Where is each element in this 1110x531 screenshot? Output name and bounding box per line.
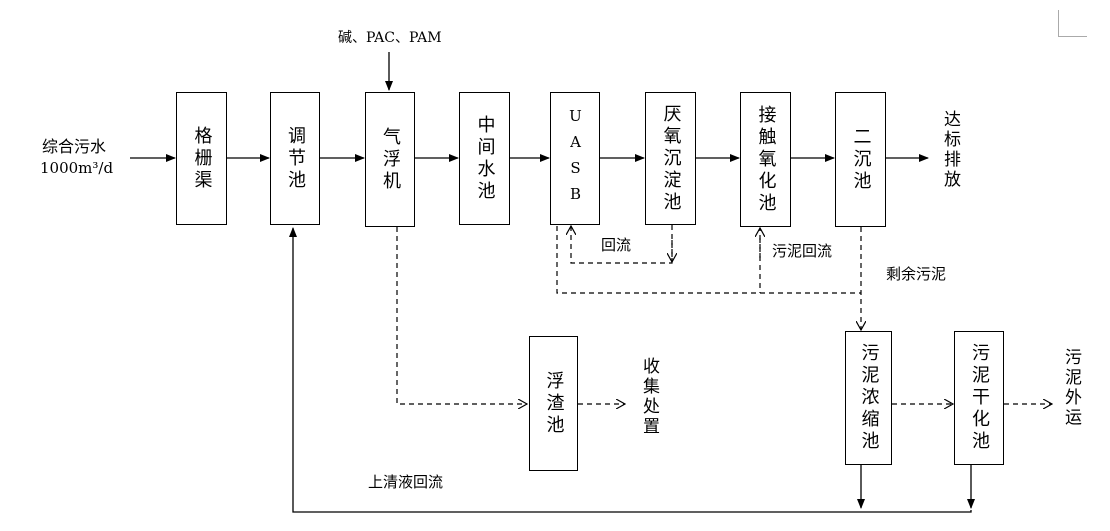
contact-oxidation-tank-label: 接触氧化池	[755, 104, 777, 215]
secondary-clarifier-box: 二沉池	[835, 92, 886, 227]
reflux-label: 回流	[601, 236, 632, 254]
equalization-tank-label: 调节池	[285, 125, 306, 192]
sludge-thickening-tank-label: 污泥浓缩池	[858, 343, 880, 453]
intermediate-tank-label: 中间水池	[474, 114, 496, 203]
scum-tank-label: 浮渣池	[543, 370, 565, 437]
sludge-transport-label: 污泥外运	[1061, 348, 1081, 428]
secondary-clarifier-label: 二沉池	[850, 126, 872, 193]
discharge-label: 达标排放	[940, 110, 960, 190]
influent-label: 综合污水	[42, 137, 107, 156]
sludge-thickening-tank-box: 污泥浓缩池	[845, 331, 892, 465]
uasb-box: UASB	[550, 92, 600, 225]
flotation-machine-label: 气浮机	[380, 126, 401, 193]
line-supernatant-reflux	[289, 227, 972, 513]
equalization-tank-box: 调节池	[270, 92, 320, 225]
sludge-drying-tank-box: 污泥干化池	[954, 331, 1004, 465]
scum-tank-box: 浮渣池	[529, 336, 578, 471]
flotation-machine-box: 气浮机	[365, 92, 415, 227]
anaerobic-settling-tank-label: 厌氧沉淀池	[660, 103, 682, 214]
dosing-label: 碱、PAC、PAM	[338, 30, 442, 46]
page-corner-mark	[1058, 10, 1087, 37]
scum-disposal-label: 收集处置	[639, 357, 659, 437]
contact-oxidation-tank-box: 接触氧化池	[740, 92, 791, 227]
line-scum	[396, 227, 527, 404]
screen-channel-label: 格栅渠	[191, 125, 213, 192]
sludge-reflux-label: 污泥回流	[772, 242, 833, 260]
excess-sludge-label: 剩余污泥	[886, 265, 947, 283]
supernatant-reflux-label: 上清液回流	[368, 473, 444, 491]
sludge-drying-tank-label: 污泥干化池	[969, 343, 990, 453]
screen-channel-box: 格栅渠	[176, 92, 227, 225]
influent-flow-rate: 1000m³/d	[40, 159, 114, 177]
uasb-label: UASB	[566, 106, 585, 211]
line-excess-sludge-uasb	[556, 226, 861, 294]
anaerobic-settling-tank-box: 厌氧沉淀池	[645, 92, 696, 225]
intermediate-tank-box: 中间水池	[459, 92, 510, 225]
